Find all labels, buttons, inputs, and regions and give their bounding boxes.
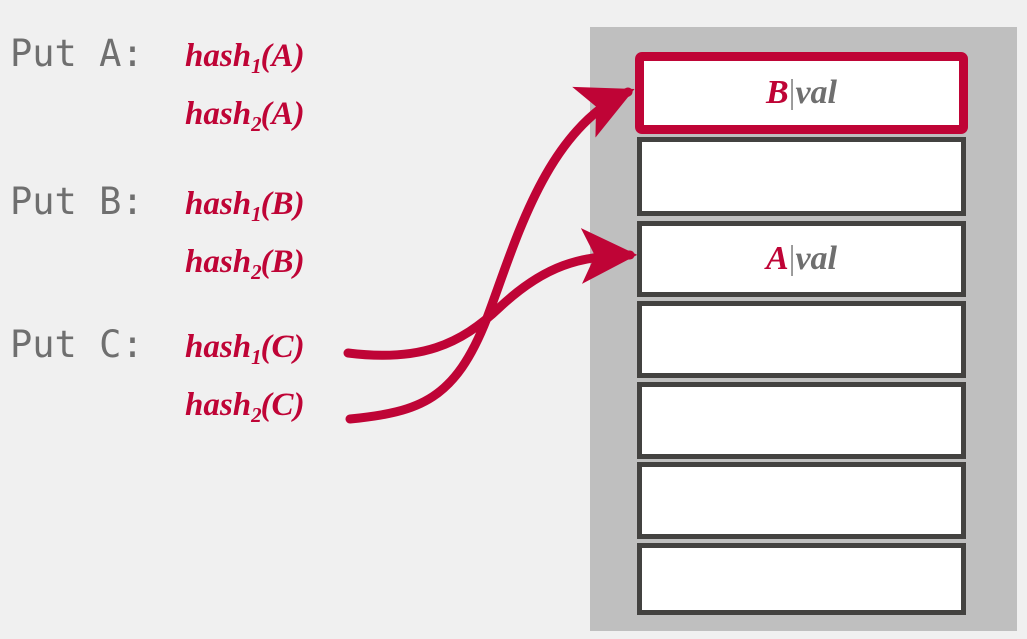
hash-argument: (C)	[260, 387, 305, 423]
hash-subscript: 1	[251, 54, 261, 78]
operation-label-spacer	[10, 381, 185, 424]
slot-entry-a: A|val	[766, 240, 837, 278]
slot-value: val	[795, 240, 838, 277]
hash-function-name: hash	[185, 387, 252, 423]
table-slot-3[interactable]	[637, 301, 966, 378]
hash-subscript: 1	[251, 345, 261, 369]
hash-function-name: hash	[185, 96, 252, 132]
operations-list: Put A: hash1(A) hash2(A) Put B: hash1(B)…	[10, 32, 410, 439]
operation-label-put-a: Put A:	[10, 32, 144, 75]
table-slot-0[interactable]: B|val	[635, 52, 968, 134]
slot-separator: |	[788, 74, 796, 111]
slot-separator: |	[788, 240, 796, 277]
hash-subscript: 2	[251, 403, 261, 427]
hash-argument: (A)	[260, 96, 305, 132]
slot-key: A	[765, 240, 789, 277]
hash-function-name: hash	[185, 38, 252, 74]
table-slot-4[interactable]	[637, 382, 966, 459]
table-slot-2[interactable]: A|val	[637, 221, 966, 297]
operation-row: hash2(B)	[10, 238, 410, 296]
hash-expression-1-a: hash1(A)	[185, 38, 305, 78]
hash-subscript: 1	[251, 202, 261, 226]
slot-entry-b: B|val	[766, 74, 837, 112]
table-slot-5[interactable]	[637, 462, 966, 539]
table-slot-1[interactable]	[637, 137, 966, 216]
hash-subscript: 2	[251, 112, 261, 136]
operation-row: Put C: hash1(C)	[10, 323, 410, 381]
hash-function-name: hash	[185, 329, 252, 365]
operation-label-spacer	[10, 238, 185, 281]
operation-row: hash2(A)	[10, 90, 410, 148]
operation-label-spacer	[10, 90, 185, 133]
hash-subscript: 2	[251, 260, 261, 284]
operation-group-put-b: Put B: hash1(B) hash2(B)	[10, 180, 410, 296]
operation-row: Put B: hash1(B)	[10, 180, 410, 238]
hash-argument: (B)	[260, 244, 305, 280]
hash-function-name: hash	[185, 186, 252, 222]
hash-table-panel: B|val A|val	[590, 27, 1017, 631]
hash-argument: (B)	[260, 186, 305, 222]
slot-value: val	[795, 74, 838, 111]
operation-label-put-c: Put C:	[10, 323, 144, 366]
table-slot-6[interactable]	[637, 543, 966, 615]
hash-expression-1-b: hash1(B)	[185, 186, 305, 226]
operation-group-put-a: Put A: hash1(A) hash2(A)	[10, 32, 410, 148]
hash-expression-1-c: hash1(C)	[185, 329, 305, 369]
operation-group-put-c: Put C: hash1(C) hash2(C)	[10, 323, 410, 439]
hash-expression-2-b: hash2(B)	[185, 244, 305, 284]
hash-argument: (A)	[260, 38, 305, 74]
operation-row: Put A: hash1(A)	[10, 32, 410, 90]
slot-key: B	[765, 74, 789, 111]
hash-argument: (C)	[260, 329, 305, 365]
operation-row: hash2(C)	[10, 381, 410, 439]
hash-expression-2-a: hash2(A)	[185, 96, 305, 136]
operation-label-put-b: Put B:	[10, 180, 144, 223]
hash-function-name: hash	[185, 244, 252, 280]
hash-expression-2-c: hash2(C)	[185, 387, 305, 427]
